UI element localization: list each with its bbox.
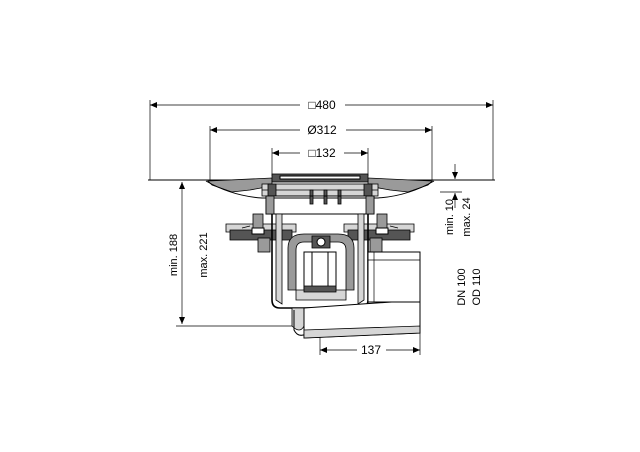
outlet-size-label: DN 100 OD 110 xyxy=(456,268,483,305)
flange-max-label: max. 24 xyxy=(461,197,473,236)
outlet-od-label: OD 110 xyxy=(471,268,483,305)
grate-diameter-label: Ø312 xyxy=(307,123,337,137)
dimension-flange: min. 10 max. 24 xyxy=(440,164,473,237)
outlet-length-label: 137 xyxy=(361,343,381,357)
outlet-dn-label: DN 100 xyxy=(456,268,468,305)
flange-min-label: min. 10 xyxy=(444,199,456,235)
dimension-overall-width: □480 xyxy=(149,98,494,180)
height-max-label: max. 221 xyxy=(198,232,210,277)
dimension-grate-diameter: Ø312 xyxy=(209,123,433,180)
overall-width-label: □480 xyxy=(308,98,336,112)
dimension-height: min. 188 max. 221 xyxy=(168,179,300,327)
grate-square-label: □132 xyxy=(308,146,336,160)
dimension-grate-square: □132 xyxy=(271,146,369,176)
drain-body xyxy=(205,173,435,339)
height-min-label: min. 188 xyxy=(168,234,180,276)
